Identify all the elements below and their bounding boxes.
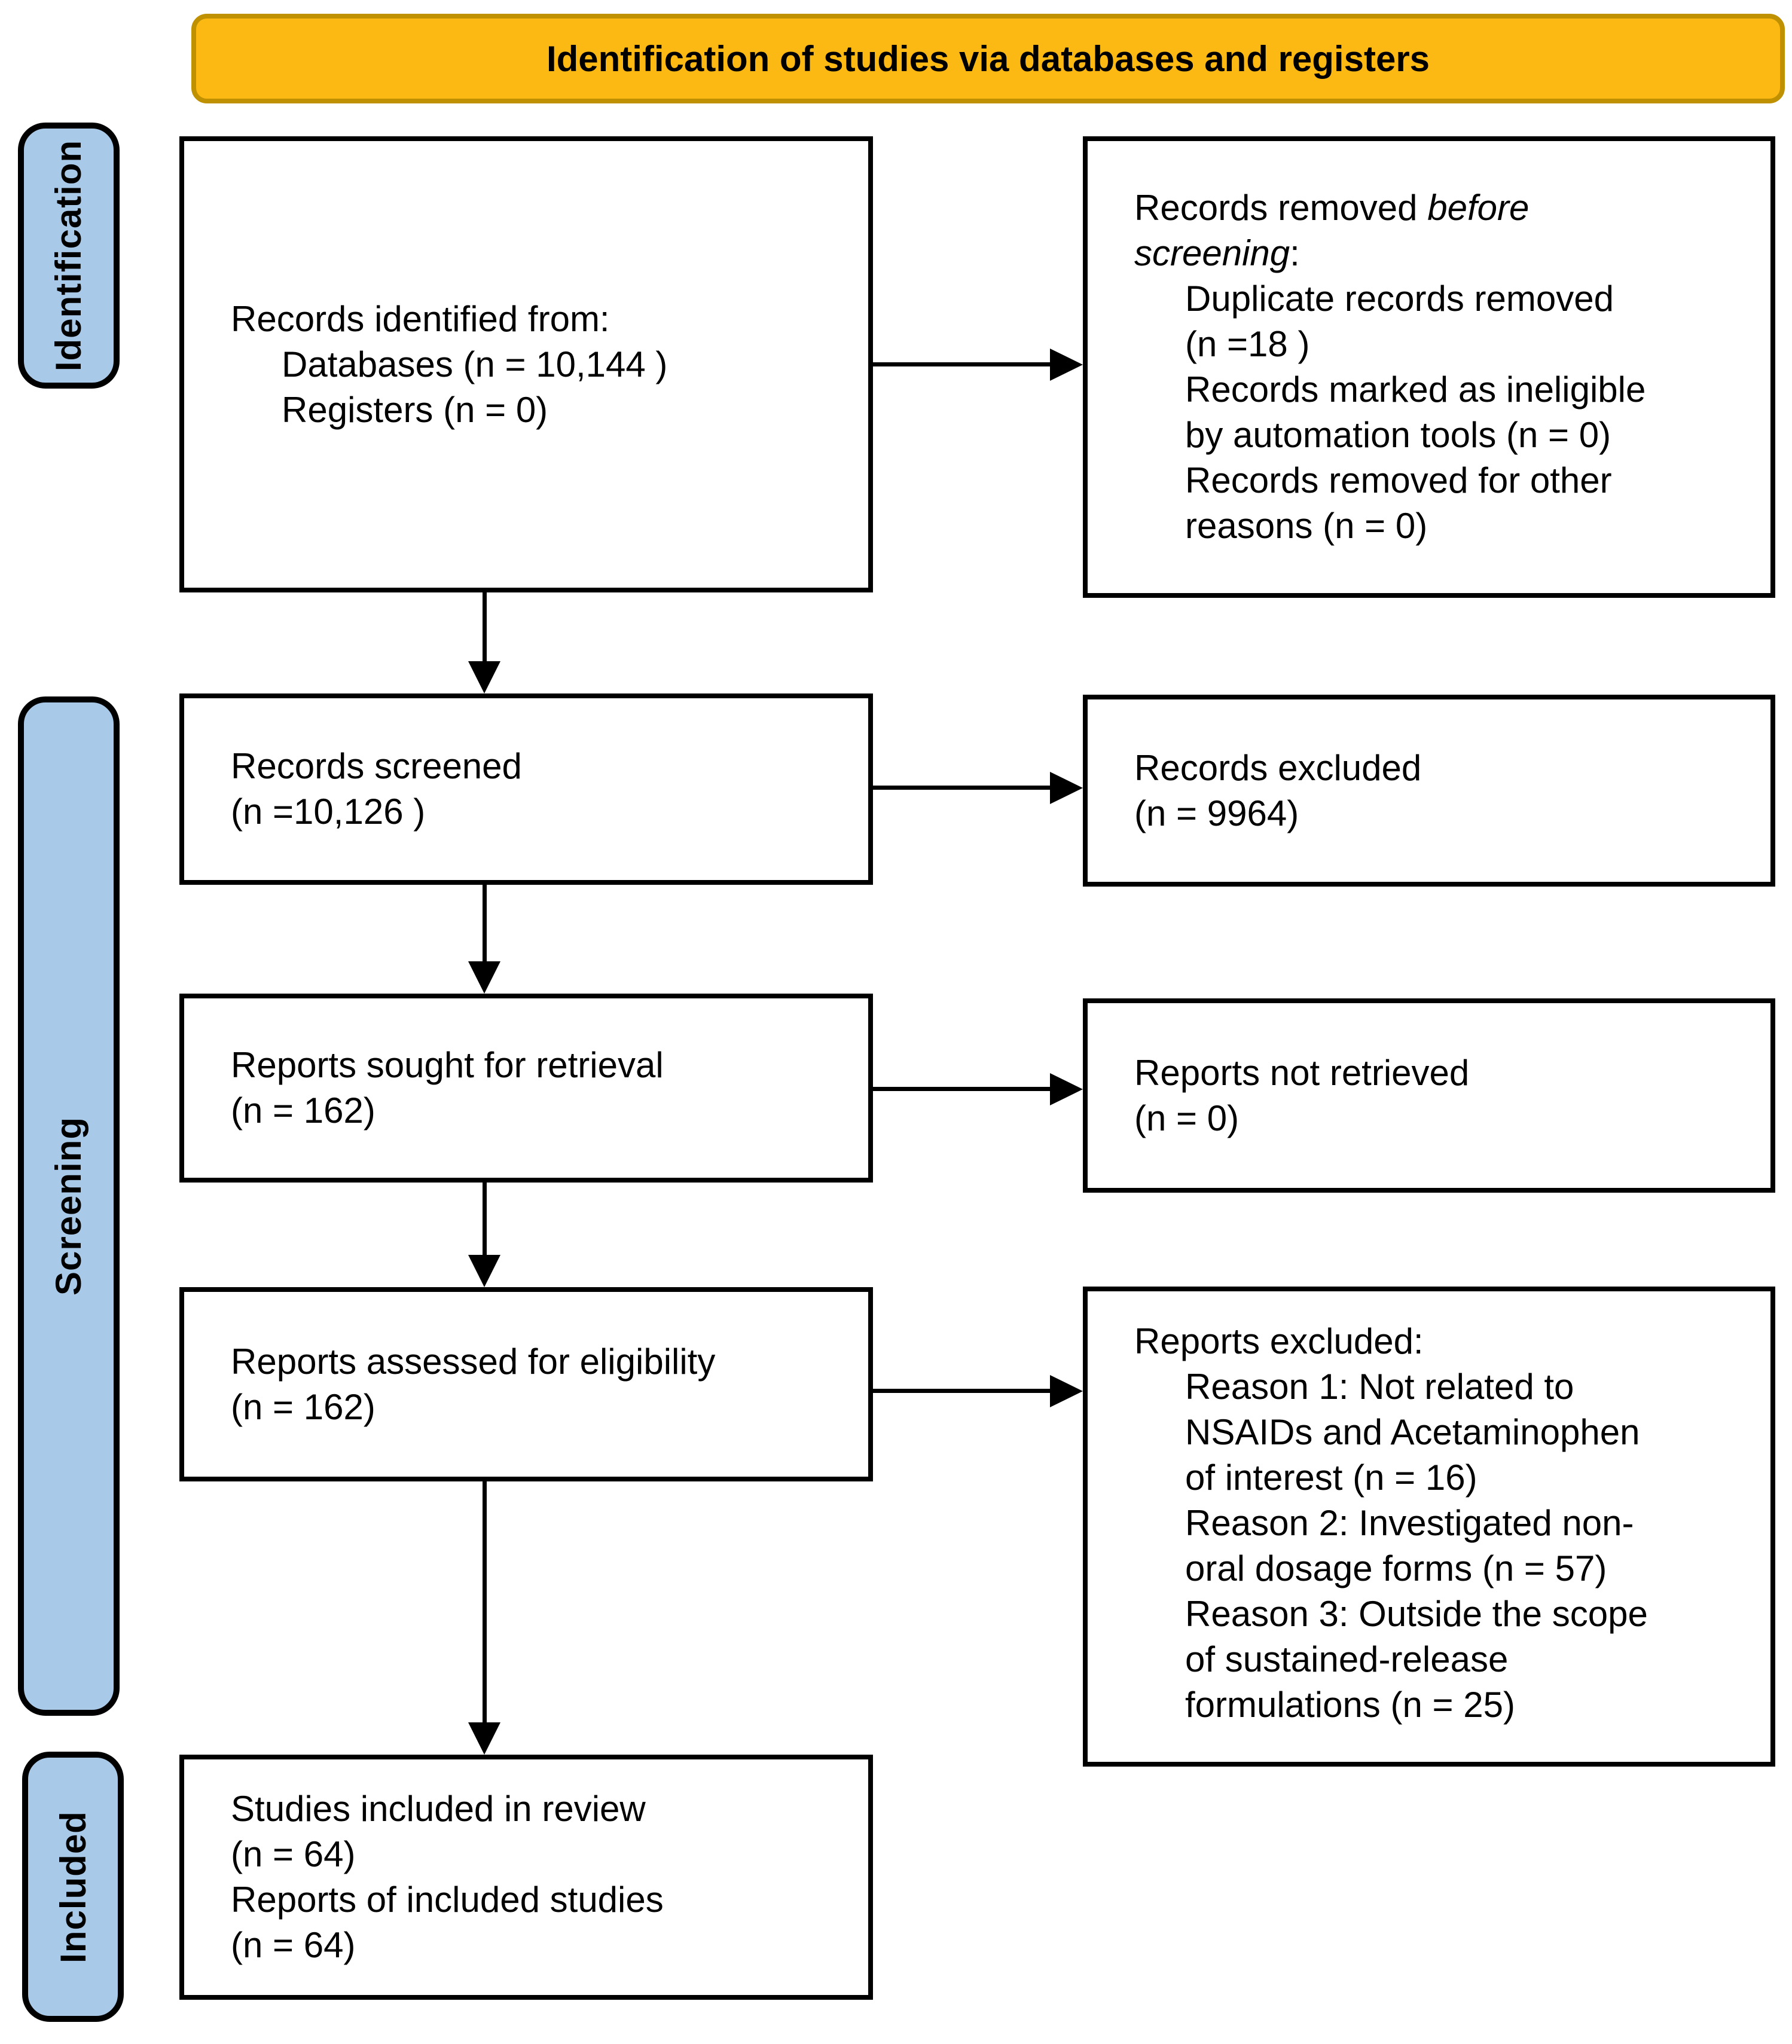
box-records-screened-text: Records screened (n =10,126 ) bbox=[231, 746, 522, 832]
arrow-line bbox=[483, 885, 487, 963]
arrow-head-down-icon bbox=[468, 1255, 500, 1287]
arrow-head-right-icon bbox=[1050, 1375, 1083, 1407]
banner: Identification of studies via databases … bbox=[191, 14, 1785, 103]
box-reports-excluded-reason: Reason 2: Investigated non- oral dosage … bbox=[1185, 1503, 1634, 1588]
banner-title: Identification of studies via databases … bbox=[546, 38, 1430, 79]
arrow-line bbox=[873, 786, 1050, 790]
stage-label-screening-text: Screening bbox=[48, 1116, 89, 1296]
box-records-identified: Records identified from: Databases (n = … bbox=[179, 136, 873, 592]
arrow-line bbox=[873, 1389, 1050, 1393]
box-reports-not-retrieved: Reports not retrieved (n = 0) bbox=[1083, 998, 1775, 1193]
box-records-screened: Records screened (n =10,126 ) bbox=[179, 693, 873, 885]
arrow-line bbox=[873, 362, 1050, 366]
box-records-excluded: Records excluded (n = 9964) bbox=[1083, 695, 1775, 887]
box-studies-included-text: Studies included in review (n = 64) Repo… bbox=[231, 1789, 664, 1965]
box-reports-sought: Reports sought for retrieval (n = 162) bbox=[179, 994, 873, 1183]
box-reports-excluded: Reports excluded: Reason 1: Not related … bbox=[1083, 1287, 1775, 1767]
arrow-head-right-icon bbox=[1050, 349, 1083, 381]
box-records-excluded-text: Records excluded (n = 9964) bbox=[1134, 747, 1422, 833]
arrow-line bbox=[873, 1087, 1050, 1091]
box-records-identified-item: Databases (n = 10,144 ) bbox=[282, 344, 668, 384]
arrow-head-right-icon bbox=[1050, 772, 1083, 804]
box-reports-excluded-title: Reports excluded: bbox=[1134, 1321, 1424, 1361]
stage-label-identification-text: Identification bbox=[48, 139, 89, 372]
stage-label-screening: Screening bbox=[18, 696, 120, 1716]
box-records-identified-item: Registers (n = 0) bbox=[282, 389, 548, 430]
stage-label-identification: Identification bbox=[18, 123, 120, 389]
arrow-head-right-icon bbox=[1050, 1073, 1083, 1105]
stage-label-included: Included bbox=[22, 1752, 124, 2022]
arrow-line bbox=[483, 592, 487, 662]
arrow-head-down-icon bbox=[468, 1722, 500, 1755]
box-records-removed-item: Records marked as ineligible by automati… bbox=[1185, 369, 1646, 455]
box-reports-assessed-text: Reports assessed for eligibility (n = 16… bbox=[231, 1341, 716, 1427]
arrow-line bbox=[483, 1481, 487, 1724]
arrow-line bbox=[483, 1183, 487, 1256]
stage-label-included-text: Included bbox=[53, 1810, 93, 1963]
box-reports-not-retrieved-text: Reports not retrieved (n = 0) bbox=[1134, 1052, 1470, 1138]
arrow-head-down-icon bbox=[468, 661, 500, 693]
box-studies-included: Studies included in review (n = 64) Repo… bbox=[179, 1755, 873, 2000]
box-records-identified-title: Records identified from: bbox=[231, 298, 610, 339]
box-records-removed-item: Duplicate records removed (n =18 ) bbox=[1185, 279, 1614, 364]
box-records-removed-title-line1: Records removed before bbox=[1134, 188, 1530, 228]
box-records-removed: Records removed before screening: Duplic… bbox=[1083, 136, 1775, 598]
box-reports-assessed: Reports assessed for eligibility (n = 16… bbox=[179, 1287, 873, 1481]
box-reports-excluded-reason: Reason 3: Outside the scope of sustained… bbox=[1185, 1594, 1648, 1725]
box-reports-excluded-reason: Reason 1: Not related to NSAIDs and Acet… bbox=[1185, 1367, 1640, 1498]
box-reports-sought-text: Reports sought for retrieval (n = 162) bbox=[231, 1045, 664, 1131]
box-records-removed-item: Records removed for other reasons (n = 0… bbox=[1185, 460, 1612, 546]
box-records-removed-title-line2: screening: bbox=[1134, 233, 1300, 273]
arrow-head-down-icon bbox=[468, 961, 500, 994]
